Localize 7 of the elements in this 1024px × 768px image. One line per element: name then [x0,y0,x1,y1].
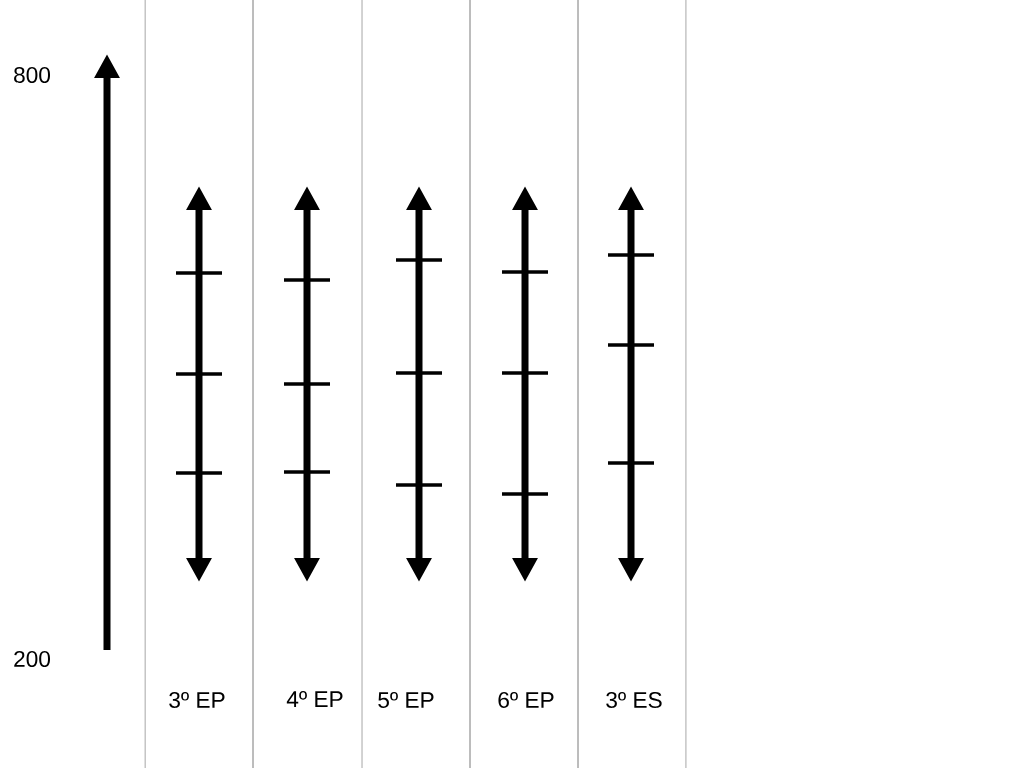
axis-label: 200 [14,650,51,668]
column-label: 4º EP [286,691,343,707]
column-label: 3º EP [169,691,225,709]
column-label: 6º EP [498,691,554,709]
axis-label: 800 [14,66,51,84]
column-label: 3º ES [606,691,662,709]
column-label: 5º EP [378,691,434,709]
